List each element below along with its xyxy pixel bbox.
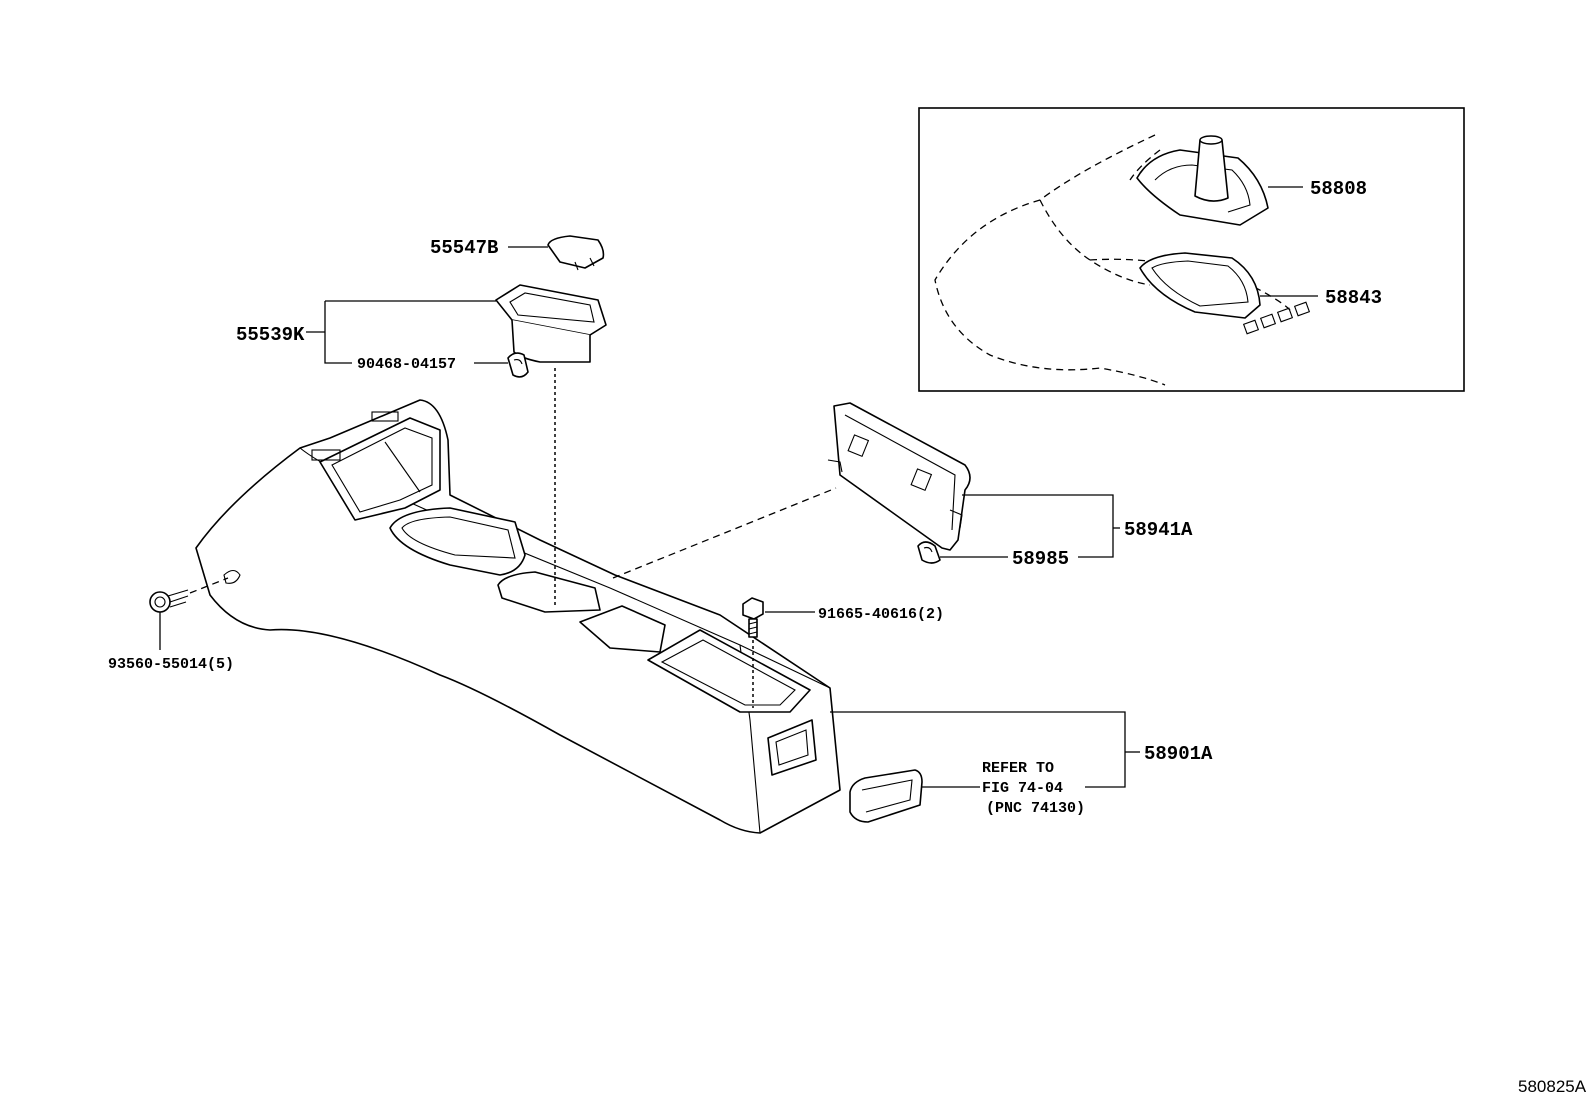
screw-left-part[interactable]	[149, 589, 189, 650]
label-58941A: 58941A	[1124, 519, 1193, 541]
label-90468-04157: 90468-04157	[357, 356, 456, 373]
inset-panel: 58808 58843	[918, 107, 1465, 392]
label-58985: 58985	[1012, 548, 1069, 570]
label-58901A: 58901A	[1144, 743, 1213, 765]
label-55539K: 55539K	[236, 324, 305, 346]
bolt-part[interactable]	[742, 597, 764, 638]
label-58808: 58808	[1310, 178, 1367, 200]
accessory-socket-part[interactable]	[849, 769, 923, 823]
figure-reference-code: 580825A	[1518, 1077, 1587, 1096]
label-93560-55014: 93560-55014(5)	[108, 656, 234, 673]
shift-bezel-part[interactable]	[1139, 252, 1311, 335]
label-91665-40616: 91665-40616(2)	[818, 606, 944, 623]
rear-panel-part[interactable]	[827, 402, 971, 551]
refer-line-2: FIG 74-04	[982, 780, 1063, 797]
shift-boot-part[interactable]	[1136, 135, 1269, 226]
label-58843: 58843	[1325, 287, 1382, 309]
label-55547B: 55547B	[430, 237, 498, 259]
retainer-clip-part[interactable]	[917, 541, 941, 564]
storage-box-part[interactable]	[495, 284, 607, 363]
clip-part[interactable]	[507, 352, 529, 378]
refer-line-1: REFER TO	[982, 760, 1054, 777]
console-body-part[interactable]	[195, 399, 841, 834]
refer-line-3: (PNC 74130)	[986, 800, 1085, 817]
lid-part[interactable]	[547, 235, 605, 271]
